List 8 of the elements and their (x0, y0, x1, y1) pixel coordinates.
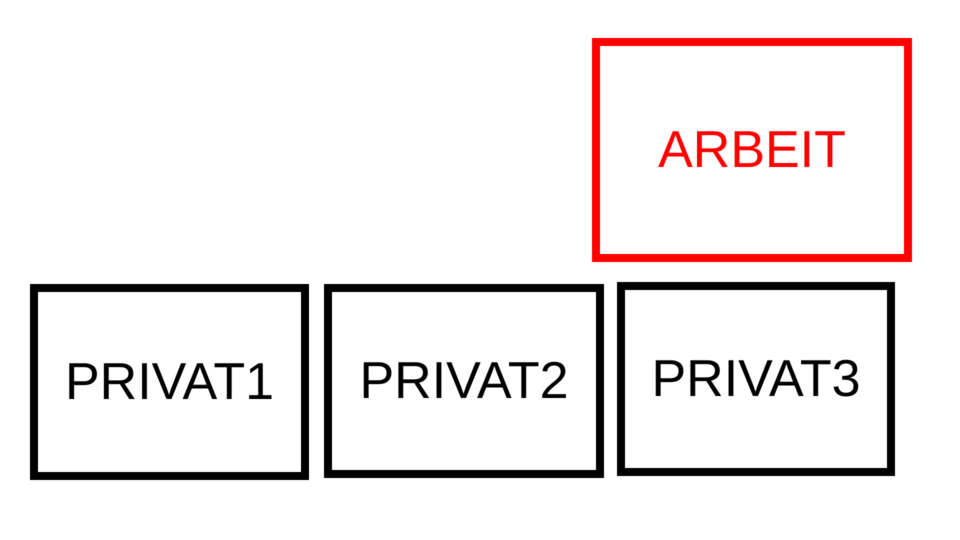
box-label: ARBEIT (658, 124, 846, 176)
box-label: PRIVAT3 (651, 353, 860, 405)
box-label: PRIVAT2 (359, 355, 568, 407)
label-box (592, 38, 912, 262)
box-label: PRIVAT1 (64, 356, 274, 408)
label-box (30, 284, 309, 480)
label-box (324, 284, 604, 478)
label-box (617, 282, 895, 476)
